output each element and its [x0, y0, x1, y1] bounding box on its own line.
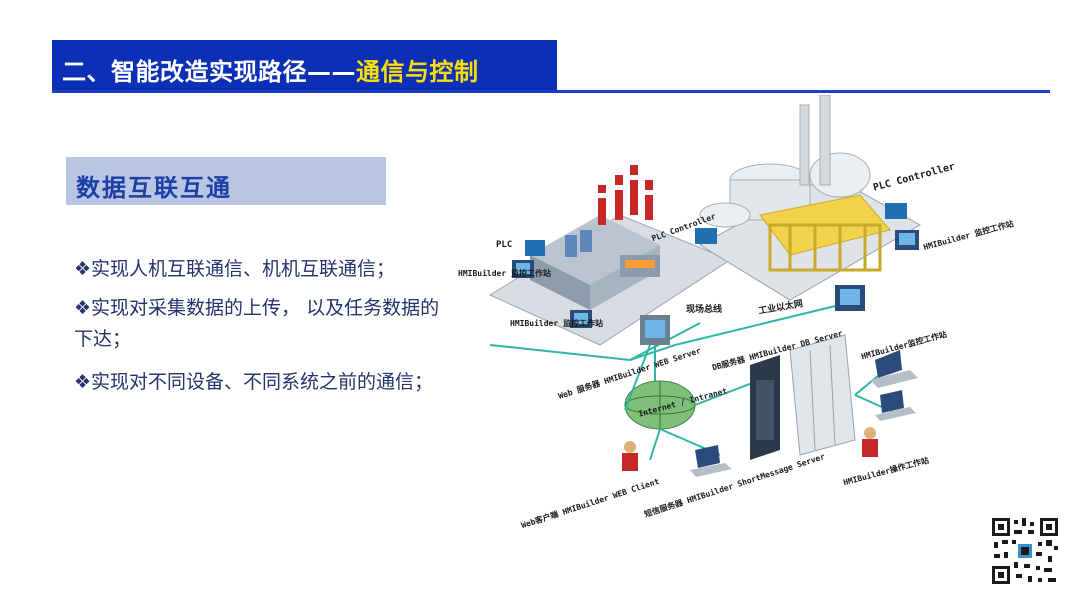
label-field-bus: 现场总线	[686, 305, 723, 315]
workstation-icon	[895, 230, 919, 250]
section-heading: 数据互联互通	[76, 174, 232, 202]
laptop-icon	[870, 350, 918, 388]
bullet-list: ❖实现人机互联通信、机机互联通信； ❖实现对采集数据的上传， 以及任务数据的下达…	[74, 254, 454, 406]
page-title-accent: 通信与控制	[356, 58, 479, 86]
page-title: 二、智能改造实现路径——通信与控制	[62, 52, 479, 87]
network-architecture-diagram	[488, 95, 922, 477]
label-hmi-left: HMIBuilder 监控工作站	[458, 269, 551, 278]
plc-module	[885, 203, 907, 219]
laptop-icon	[875, 390, 916, 421]
workstation-icon	[570, 310, 592, 328]
workstation-icon	[512, 260, 534, 278]
qr-code-icon	[990, 516, 1060, 586]
laptop-icon	[690, 445, 732, 477]
web-server-icon	[640, 315, 670, 345]
operator-icon	[622, 441, 638, 471]
label-hmi-left2: HMIBuilder 监控工作站	[510, 319, 603, 328]
server-icon	[750, 334, 856, 460]
page-title-prefix: 二、智能改造实现路径——	[62, 58, 356, 86]
title-banner	[52, 40, 557, 90]
workstation-icon	[835, 285, 865, 311]
bullet-item: ❖实现人机互联通信、机机互联通信；	[74, 258, 396, 280]
plc-module	[525, 240, 545, 256]
section-heading-box	[66, 157, 386, 205]
operator-icon	[862, 427, 878, 457]
plc-module	[695, 228, 717, 244]
title-underline	[52, 90, 1050, 93]
bullet-item: ❖实现对不同设备、不同系统之前的通信；	[74, 371, 434, 393]
label-plc-left: PLC	[496, 240, 513, 250]
bullet-item: ❖实现对采集数据的上传， 以及任务数据的下达；	[74, 297, 440, 350]
